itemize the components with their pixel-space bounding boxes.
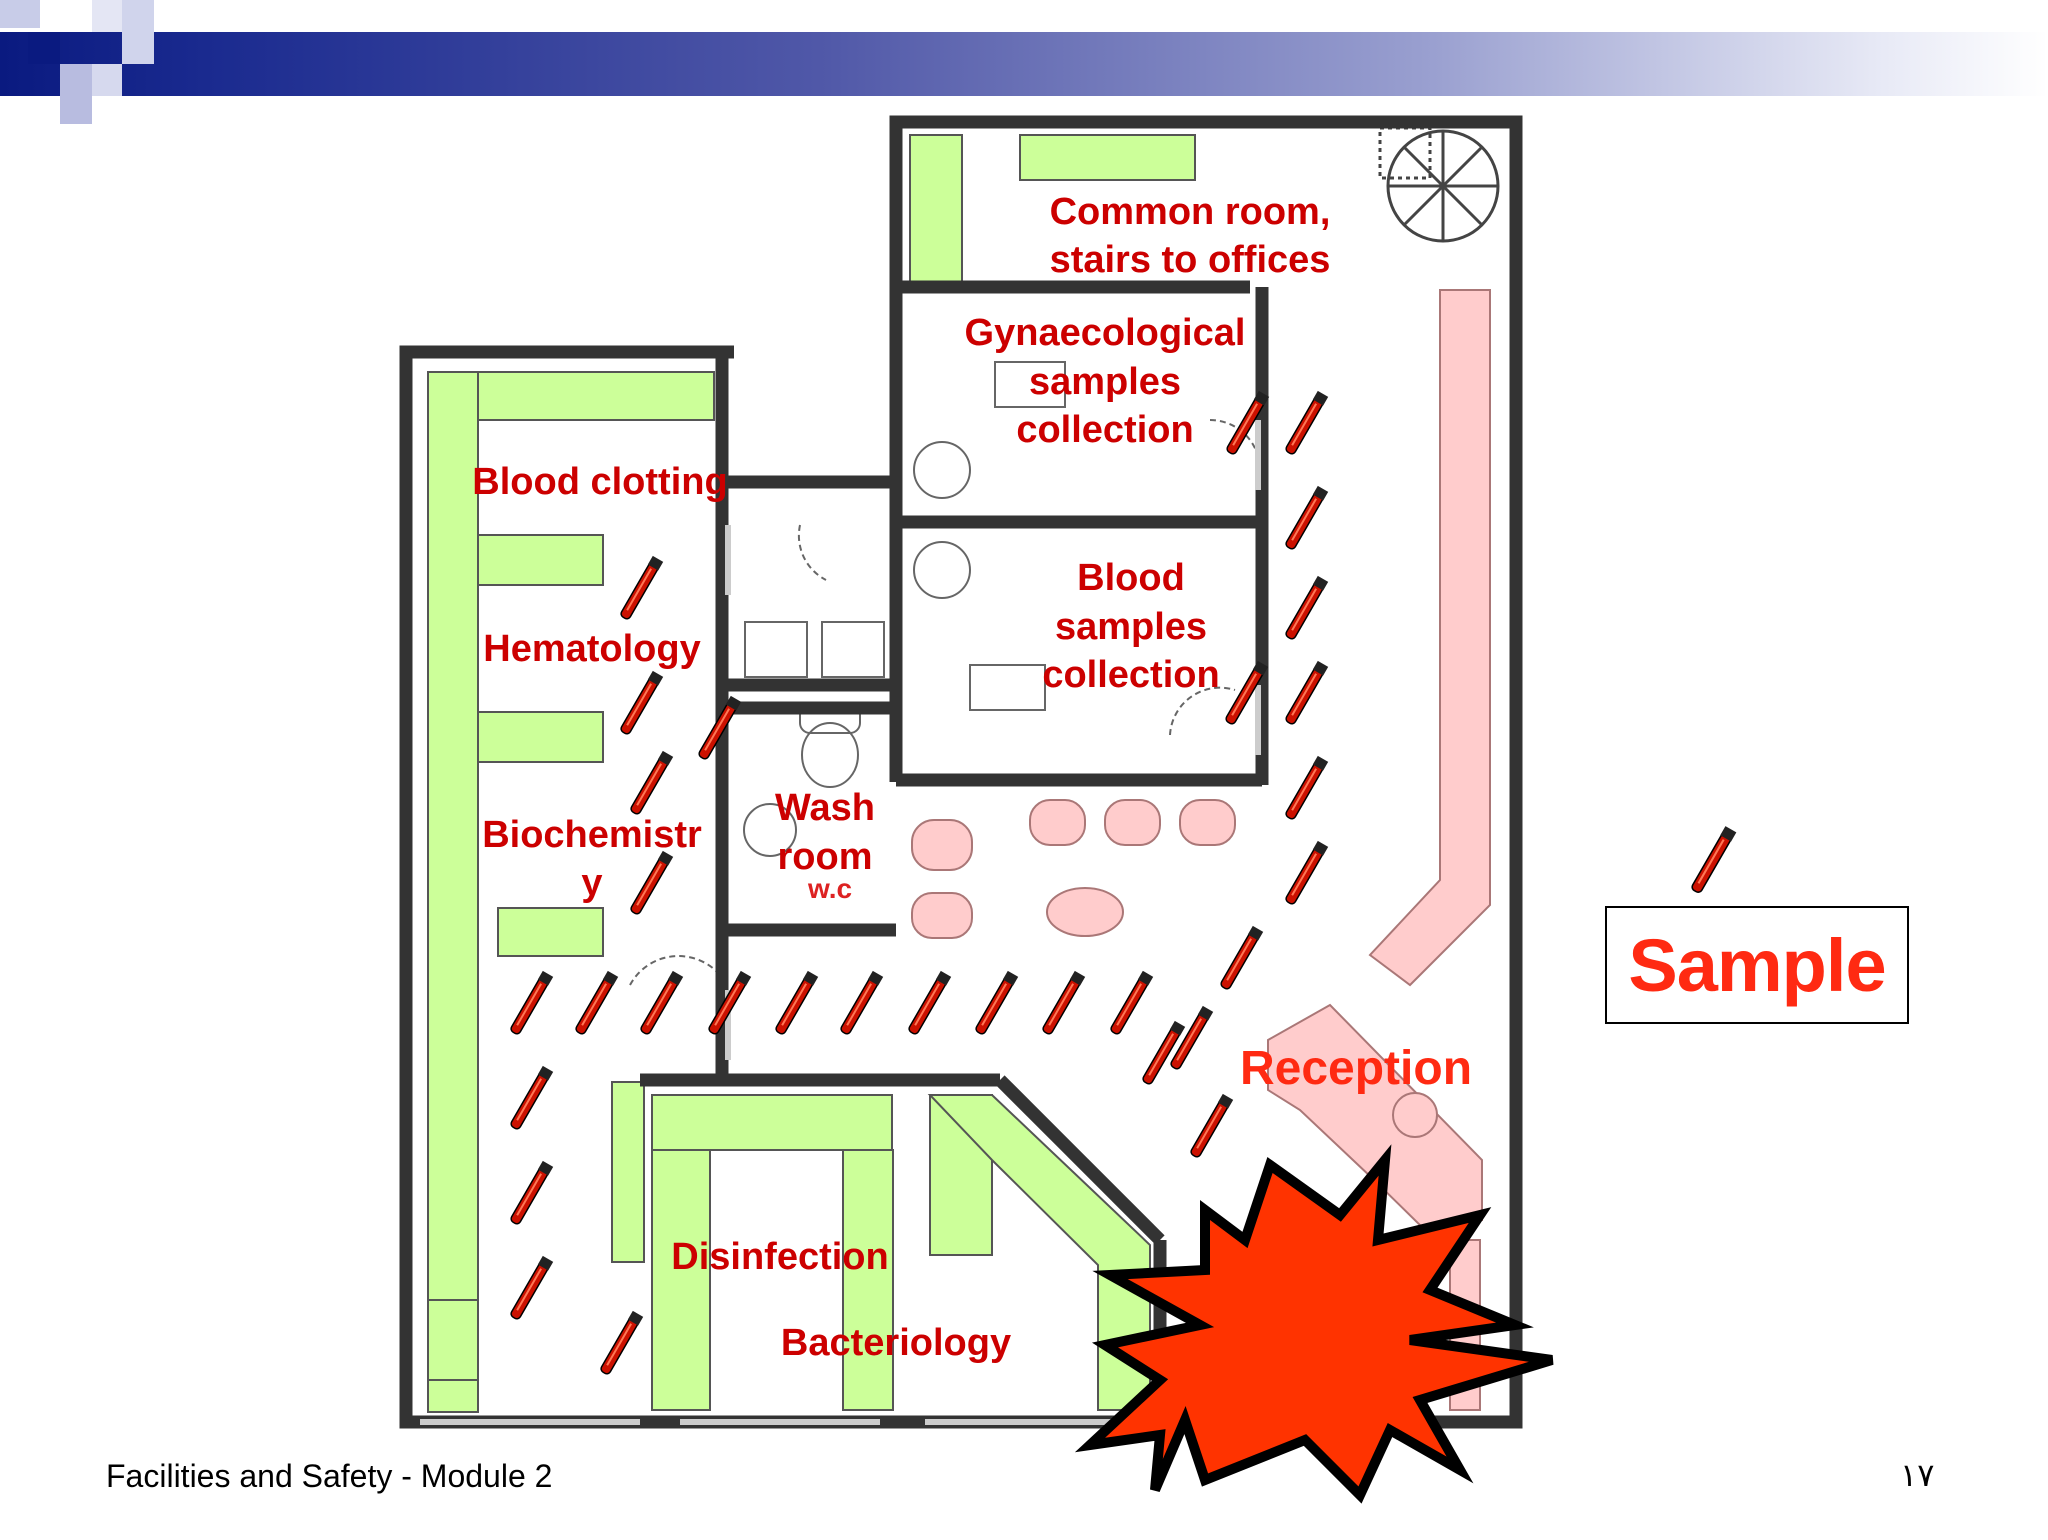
sample-legend: Sample (1605, 906, 1909, 1024)
decor-square (60, 64, 92, 124)
test-tube-icon (975, 970, 1019, 1035)
test-tube-icon (1170, 1005, 1214, 1070)
test-tube-icon (510, 970, 554, 1035)
test-tube-icon (630, 850, 674, 915)
slide-number: ١٧ (1900, 1456, 1935, 1494)
test-tube-icon (1285, 840, 1329, 905)
test-tube-icon (1142, 1020, 1186, 1085)
test-tube-icon (510, 1160, 554, 1225)
label-blood-clotting: Blood clotting (472, 461, 727, 503)
explosion-icon (1074, 1144, 1554, 1504)
test-tube-icon (775, 970, 819, 1035)
test-tube-icon (1226, 390, 1270, 455)
test-tube-icon (1190, 1093, 1234, 1158)
label-blood-samples: samples (1055, 606, 1207, 648)
test-tube-icon (630, 750, 674, 815)
fixtures (629, 361, 1261, 986)
test-tube-icon (1285, 485, 1329, 550)
title-gradient-bar (0, 32, 2048, 96)
decor-square (92, 0, 122, 32)
label-disinfection: Disinfection (671, 1236, 888, 1278)
label-wc: w.c (807, 873, 852, 904)
decor-square (92, 64, 122, 96)
decor-square (28, 32, 60, 64)
label-hematology: Hematology (483, 628, 700, 670)
room-labels: Common room, stairs to offices Gynaecolo… (472, 191, 1472, 1364)
label-biochemistry: y (581, 862, 602, 904)
test-tube-icon (1110, 970, 1154, 1035)
test-tube-icon (510, 1255, 554, 1320)
label-gynaecological: Gynaecological (965, 312, 1246, 354)
test-tube-icon (908, 970, 952, 1035)
test-tube-icon (1285, 660, 1329, 725)
test-tube-icon (510, 1065, 554, 1130)
label-bacteriology: Bacteriology (781, 1322, 1011, 1364)
legend-tube (1691, 826, 1737, 893)
test-tube-icon (1225, 660, 1269, 725)
label-gynaecological: collection (1016, 409, 1193, 451)
green-benches (427, 134, 1196, 1413)
label-blood-samples: collection (1042, 654, 1219, 696)
label-blood-samples: Blood (1077, 557, 1185, 599)
decor-square (122, 0, 154, 64)
walls (399, 115, 1523, 1429)
decor-square (0, 0, 40, 28)
test-tube-icon (1285, 390, 1329, 455)
test-tube-icon (1285, 755, 1329, 820)
label-wash-room: Wash (775, 787, 875, 829)
label-reception: Reception (1240, 1042, 1472, 1095)
slide-footer: Facilities and Safety - Module 2 (106, 1458, 553, 1494)
test-tube-icon (1042, 970, 1086, 1035)
label-common-room: stairs to offices (1050, 239, 1331, 281)
test-tube-icon (840, 970, 884, 1035)
test-tube-icon (1691, 826, 1737, 893)
label-common-room: Common room, (1050, 191, 1331, 233)
test-tube-icon (1220, 925, 1264, 990)
test-tube-icon (1285, 575, 1329, 640)
sample-tubes (510, 390, 1329, 1375)
test-tube-icon (600, 1310, 644, 1375)
label-biochemistry: Biochemistr (482, 814, 702, 856)
sample-label: Sample (1628, 923, 1886, 1007)
test-tube-icon (640, 970, 684, 1035)
test-tube-icon (575, 970, 619, 1035)
test-tube-icon (620, 555, 664, 620)
test-tube-icon (620, 670, 664, 735)
label-wash-room: room (778, 836, 873, 878)
label-gynaecological: samples (1029, 361, 1181, 403)
test-tube-icon (698, 695, 742, 760)
test-tube-icon (708, 970, 752, 1035)
